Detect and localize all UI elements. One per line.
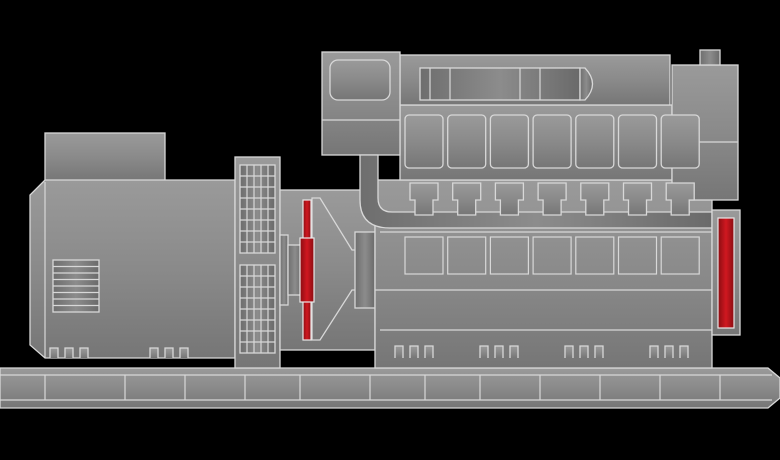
mounting-foot (564, 345, 574, 358)
mounting-foot (64, 347, 74, 358)
cylinder-head (404, 114, 444, 169)
vent-grille (52, 259, 100, 313)
cylinder-port (494, 182, 525, 216)
terminal-box (44, 132, 166, 182)
fan-guard-panel (234, 156, 281, 369)
mounting-foot (79, 347, 89, 358)
mounting-foot (509, 345, 519, 358)
cylinder-head (617, 114, 658, 169)
cylinder-head (532, 114, 572, 169)
cylinder-port (622, 182, 653, 216)
alternator (29, 132, 236, 359)
cylinder-head (489, 114, 530, 169)
crankcase-door (575, 236, 615, 275)
mounting-foot (479, 345, 489, 358)
mounting-foot (409, 345, 419, 358)
mounting-foot (49, 347, 59, 358)
mounting-foot (179, 347, 189, 358)
mounting-foot (579, 345, 589, 358)
mounting-foot (424, 345, 434, 358)
crankcase-door (660, 236, 700, 275)
engine (321, 49, 741, 369)
crankcase-door (489, 236, 529, 275)
cylinder-head (660, 114, 700, 169)
mounting-foot (594, 345, 604, 358)
cylinder-port (452, 182, 482, 216)
mounting-foot (164, 347, 174, 358)
base-frame (0, 367, 780, 409)
cylinder-port (537, 182, 567, 216)
mounting-foot (664, 345, 674, 358)
crankcase-door (404, 236, 444, 275)
mounting-foot (394, 345, 404, 358)
cylinder-head (575, 114, 615, 169)
crankcase-door (532, 236, 572, 275)
crankcase-door (617, 236, 658, 275)
cylinder-port (409, 182, 439, 216)
coupling-housing (279, 189, 376, 351)
mounting-foot (679, 345, 689, 358)
cylinder-port (580, 182, 610, 216)
crankcase-door (447, 236, 487, 275)
mounting-foot (649, 345, 659, 358)
cylinder-port (665, 182, 695, 216)
radiator-highlight (717, 217, 735, 329)
mounting-foot (149, 347, 159, 358)
cylinder-head (447, 114, 487, 169)
mounting-foot (494, 345, 504, 358)
